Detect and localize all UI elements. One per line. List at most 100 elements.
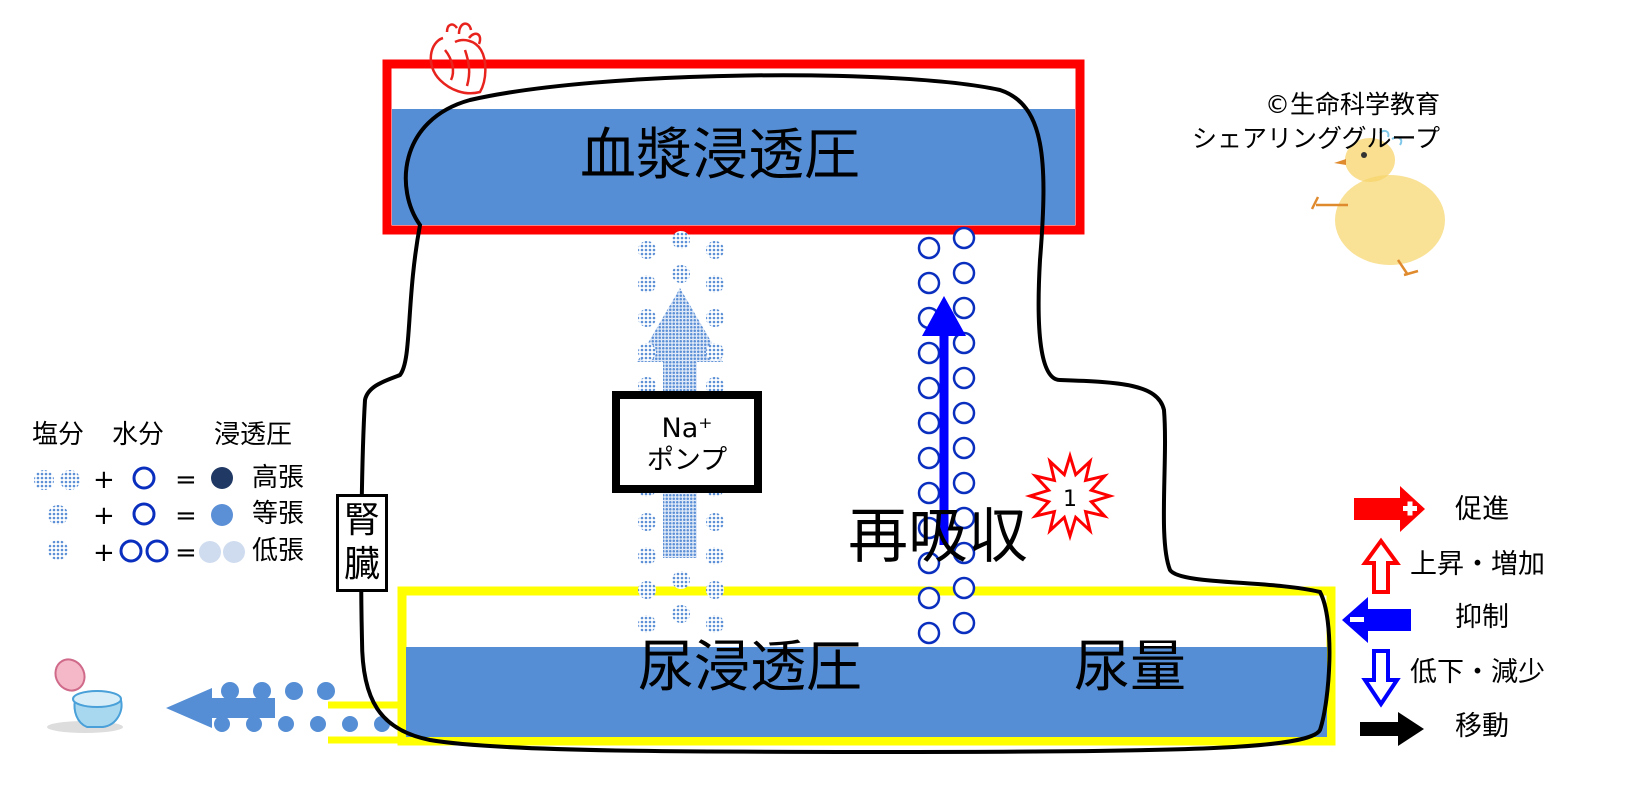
salt-particle <box>638 513 656 531</box>
water-particle <box>952 296 976 320</box>
pipe-water-ring <box>221 682 239 700</box>
water-particle <box>917 236 941 260</box>
plasma-osmolality-band <box>392 109 1075 225</box>
na-pump-label-1: Na⁺ <box>661 413 713 444</box>
pipe-water-ring <box>276 714 296 734</box>
starburst-badge <box>1024 450 1116 542</box>
salt-particle <box>706 343 724 361</box>
salt-particle <box>706 547 724 565</box>
key-label-decrease: 低下・減少 <box>1410 657 1545 688</box>
kidney-label: 腎臓 <box>344 500 381 585</box>
water-particle-columns <box>917 226 976 645</box>
water-particle <box>952 261 976 285</box>
copyright-notice: ©生命科学教育 シェアリンググループ <box>1160 88 1440 156</box>
legend-water-particle <box>132 466 156 490</box>
legend-eq-2: = <box>175 501 197 531</box>
legend-hypertonic-dot <box>211 467 233 489</box>
salt-particle <box>638 241 656 259</box>
water-particle <box>952 366 976 390</box>
na-pump-box: Na⁺ ポンプ <box>612 391 762 493</box>
key-label-promote: 促進 <box>1455 494 1509 525</box>
kidney-outline <box>359 73 1332 755</box>
copyright-line-2: シェアリンググループ <box>1191 124 1440 153</box>
legend-salt-particle <box>48 505 68 525</box>
chick-icon <box>1310 129 1445 277</box>
legend-op-2: + <box>93 501 115 531</box>
legend-water-particle <box>119 539 143 563</box>
water-particle <box>952 576 976 600</box>
salt-particle <box>706 275 724 293</box>
copyright-line-1: ©生命科学教育 <box>1264 90 1440 119</box>
water-particle <box>952 611 976 635</box>
legend-salt-particle <box>60 470 80 490</box>
legend-hypotonic-dot <box>223 541 245 563</box>
key-label-move: 移動 <box>1455 711 1509 742</box>
pipe-water-ring <box>317 682 335 700</box>
water-particle <box>917 516 941 540</box>
legend-water-particle <box>132 502 156 526</box>
legend-header-salt: 塩分 <box>32 420 85 450</box>
na-pump-label-2: ポンプ <box>646 445 728 476</box>
water-particle <box>917 271 941 295</box>
salt-particle <box>706 241 724 259</box>
pipe-water-ring <box>253 682 271 700</box>
salt-particle <box>638 309 656 327</box>
water-particle <box>952 506 976 530</box>
pipe-water-ring <box>285 682 303 700</box>
water-particle <box>952 471 976 495</box>
salt-particle <box>638 377 656 395</box>
salt-particle <box>672 265 690 283</box>
water-particle <box>917 341 941 365</box>
kidney-label-box: 腎臓 <box>336 494 388 592</box>
water-particle <box>917 586 941 610</box>
salt-particle <box>706 309 724 327</box>
blue-arrow-minus-icon <box>1342 597 1411 643</box>
water-particle <box>917 481 941 505</box>
plasma-osmolality-label: 血漿浸透圧 <box>580 123 860 188</box>
water-particle <box>917 621 941 645</box>
pipe-water-ring <box>340 714 360 734</box>
water-particle <box>952 401 976 425</box>
salt-particle <box>638 547 656 565</box>
legend-water-particle <box>145 539 169 563</box>
blue-hollow-down-arrow-icon <box>1361 649 1401 708</box>
legend-op-1: + <box>93 465 115 495</box>
salt-particle <box>638 615 656 633</box>
reabsorption-label: 再吸収 <box>848 502 1028 572</box>
key-label-increase: 上昇・増加 <box>1410 549 1545 580</box>
urine-volume-label: 尿量 <box>1074 635 1186 700</box>
legend-header-water: 水分 <box>112 420 165 450</box>
salt-particle <box>638 343 656 361</box>
salt-particle <box>638 275 656 293</box>
legend-eq-3: = <box>175 538 197 568</box>
water-reabsorption-arrow-head <box>922 296 966 336</box>
key-label-inhibit: 抑制 <box>1455 602 1509 633</box>
water-particle <box>952 226 976 250</box>
pipe-water-ring <box>308 714 328 734</box>
water-particle <box>952 436 976 460</box>
legend-label-hypertonic: 高張 <box>252 463 305 493</box>
salt-particle <box>706 581 724 599</box>
legend-op-3: + <box>93 538 115 568</box>
legend-header-osmolality: 浸透圧 <box>214 420 293 450</box>
legend-symbols <box>34 466 245 563</box>
water-particle <box>917 411 941 435</box>
legend-eq-1: = <box>175 465 197 495</box>
red-hollow-up-arrow-icon <box>1361 537 1401 594</box>
water-particle <box>917 446 941 470</box>
legend-isotonic-dot <box>211 504 233 526</box>
red-arrow-plus-icon <box>1354 486 1425 532</box>
salt-particle <box>706 513 724 531</box>
urine-osmolality-band <box>406 647 1327 737</box>
black-arrow-icon <box>1360 712 1424 746</box>
water-particle <box>917 551 941 575</box>
legend-salt-particle <box>48 540 68 560</box>
toilet-icon <box>47 658 123 733</box>
water-particle <box>952 541 976 565</box>
starburst-number: 1 <box>1063 487 1077 512</box>
water-particle <box>917 376 941 400</box>
salt-particle <box>672 231 690 249</box>
urine-osmolality-label: 尿浸透圧 <box>638 635 862 700</box>
